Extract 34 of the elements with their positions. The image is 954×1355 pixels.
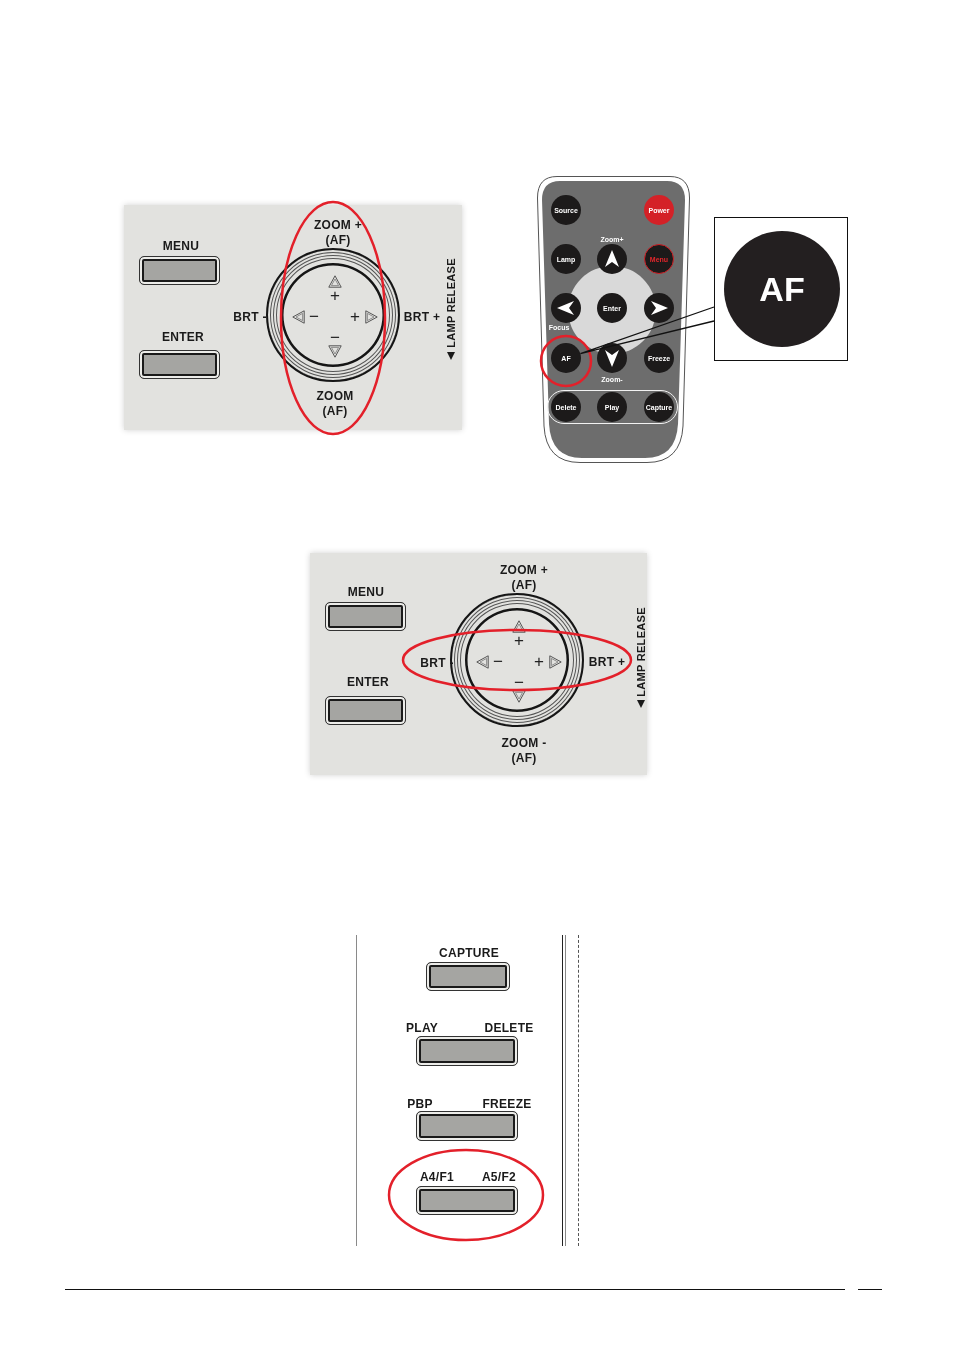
dial-label: BRT +: [588, 654, 626, 670]
dial-sign: +: [514, 631, 524, 651]
button-label: CAPTURE: [438, 946, 500, 960]
button-label: ENTER: [346, 675, 390, 689]
button-label: PLAY: [405, 1021, 439, 1035]
magnified-button: AF: [724, 231, 840, 347]
callout-line: [579, 306, 715, 355]
button-label: DELETE: [484, 1021, 534, 1035]
vertical-label: LAMP RELEASE: [635, 607, 647, 697]
remote-control: [537, 176, 690, 463]
callout-box: [714, 217, 848, 361]
dial-label: ZOOM (AF): [315, 389, 355, 419]
control-panel: [124, 205, 462, 430]
dial-sign: −: [493, 652, 503, 672]
dial-sign: −: [330, 328, 340, 348]
button-label: FREEZE: [482, 1097, 532, 1111]
dial-sign: +: [350, 307, 360, 327]
dial-sign: +: [330, 286, 340, 306]
button-label: MENU: [347, 585, 385, 599]
dial-sign: +: [534, 652, 544, 672]
button-label: MENU: [162, 239, 200, 253]
button-label: PBP: [407, 1097, 433, 1111]
button-label: ENTER: [161, 330, 205, 344]
button-label: A4/F1: [419, 1170, 455, 1184]
vertical-label: LAMP RELEASE: [445, 258, 457, 348]
dial-label: ZOOM - (AF): [500, 736, 548, 766]
button-label: A5/F2: [481, 1170, 517, 1184]
dial-sign: −: [309, 307, 319, 327]
dial-label: ZOOM + (AF): [498, 563, 550, 593]
dial-sign: −: [514, 673, 524, 693]
dial-label: BRT -: [233, 309, 267, 325]
dial-label: ZOOM + (AF): [312, 218, 364, 248]
control-panel: [310, 553, 647, 775]
dial-label: BRT +: [403, 309, 441, 325]
